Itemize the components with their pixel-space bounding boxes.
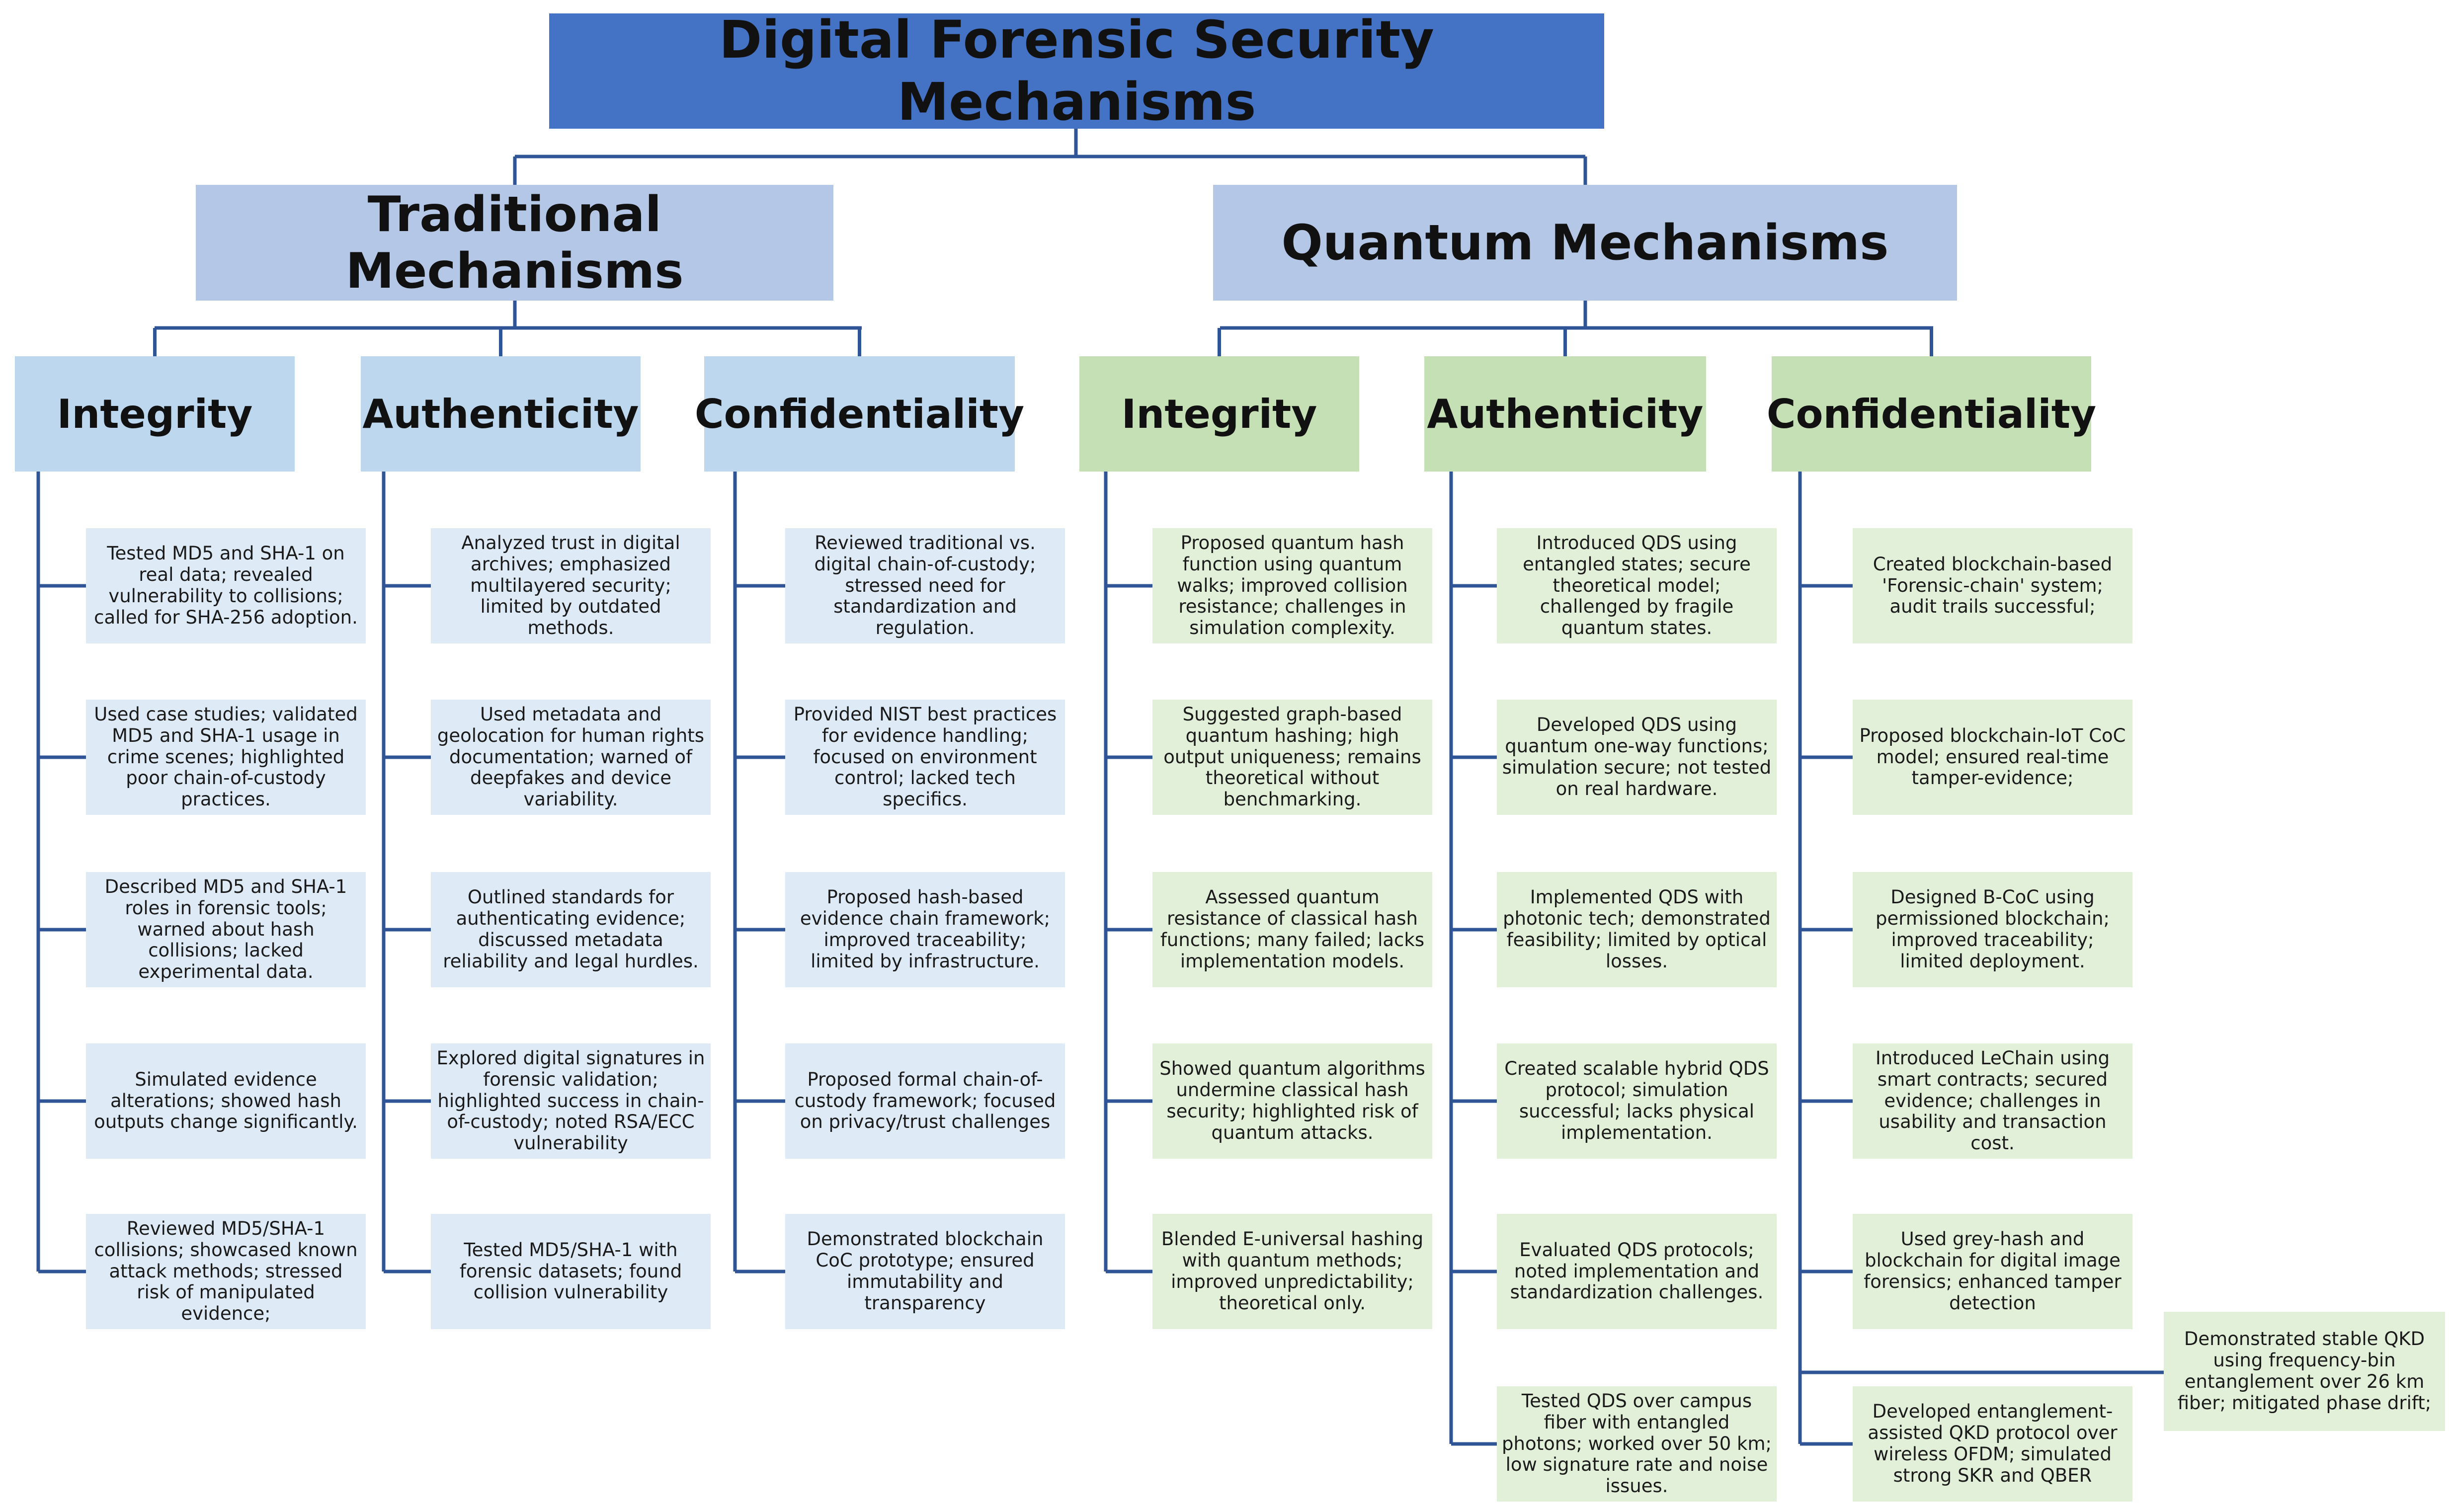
- finding-card: Blended E-universal hashing with quantum…: [1152, 1214, 1432, 1329]
- finding-card: Implemented QDS with photonic tech; demo…: [1497, 872, 1777, 987]
- finding-card: Reviewed MD5/SHA-1 collisions; showcased…: [86, 1214, 366, 1329]
- diagram-title: Digital Forensic Security Mechanisms: [549, 9, 1604, 132]
- finding-card: Tested QDS over campus fiber with entang…: [1497, 1386, 1777, 1502]
- finding-card: Provided NIST best practices for evidenc…: [785, 700, 1065, 815]
- finding-card: Proposed blockchain-IoT CoC model; ensur…: [1853, 700, 2132, 815]
- finding-card: Developed QDS using quantum one-way func…: [1497, 700, 1777, 815]
- finding-card: Analyzed trust in digital archives; emph…: [431, 528, 711, 643]
- finding-card: Described MD5 and SHA-1 roles in forensi…: [86, 872, 366, 987]
- finding-card: Introduced QDS using entangled states; s…: [1497, 528, 1777, 643]
- finding-card: Suggested graph-based quantum hashing; h…: [1152, 700, 1432, 815]
- branch-quantum: Quantum Mechanisms: [1213, 185, 1957, 301]
- category-header: Authenticity: [1424, 356, 1706, 472]
- finding-card: Demonstrated stable QKD using frequency-…: [2164, 1312, 2445, 1431]
- finding-card: Used case studies; validated MD5 and SHA…: [86, 700, 366, 815]
- finding-card: Assessed quantum resistance of classical…: [1152, 872, 1432, 987]
- finding-card: Created scalable hybrid QDS protocol; si…: [1497, 1043, 1777, 1159]
- finding-card: Showed quantum algorithms undermine clas…: [1152, 1043, 1432, 1159]
- category-header: Integrity: [1079, 356, 1359, 472]
- finding-card: Simulated evidence alterations; showed h…: [86, 1043, 366, 1159]
- finding-card: Introduced LeChain using smart contracts…: [1853, 1043, 2132, 1159]
- category-header: Authenticity: [361, 356, 641, 472]
- finding-card: Proposed quantum hash function using qua…: [1152, 528, 1432, 643]
- category-header: Integrity: [15, 356, 295, 472]
- finding-card: Used grey-hash and blockchain for digita…: [1853, 1214, 2132, 1329]
- finding-card: Proposed formal chain-of-custody framewo…: [785, 1043, 1065, 1159]
- finding-card: Demonstrated blockchain CoC prototype; e…: [785, 1214, 1065, 1329]
- category-header: Confidentiality: [695, 356, 1024, 472]
- finding-card: Tested MD5/SHA-1 with forensic datasets;…: [431, 1214, 711, 1329]
- category-header: Confidentiality: [1767, 356, 2096, 472]
- branch-traditional: Traditional Mechanisms: [196, 185, 833, 301]
- finding-card: Reviewed traditional vs. digital chain-o…: [785, 528, 1065, 643]
- finding-card: Explored digital signatures in forensic …: [431, 1043, 711, 1159]
- finding-card: Proposed hash-based evidence chain frame…: [785, 872, 1065, 987]
- finding-card: Tested MD5 and SHA-1 on real data; revea…: [86, 528, 366, 643]
- finding-card: Used metadata and geolocation for human …: [431, 700, 711, 815]
- finding-card: Evaluated QDS protocols; noted implement…: [1497, 1214, 1777, 1329]
- finding-card: Outlined standards for authenticating ev…: [431, 872, 711, 987]
- finding-card: Designed B-CoC using permissioned blockc…: [1853, 872, 2132, 987]
- finding-card: Created blockchain-based 'Forensic-chain…: [1853, 528, 2132, 643]
- finding-card: Developed entanglement-assisted QKD prot…: [1853, 1386, 2132, 1502]
